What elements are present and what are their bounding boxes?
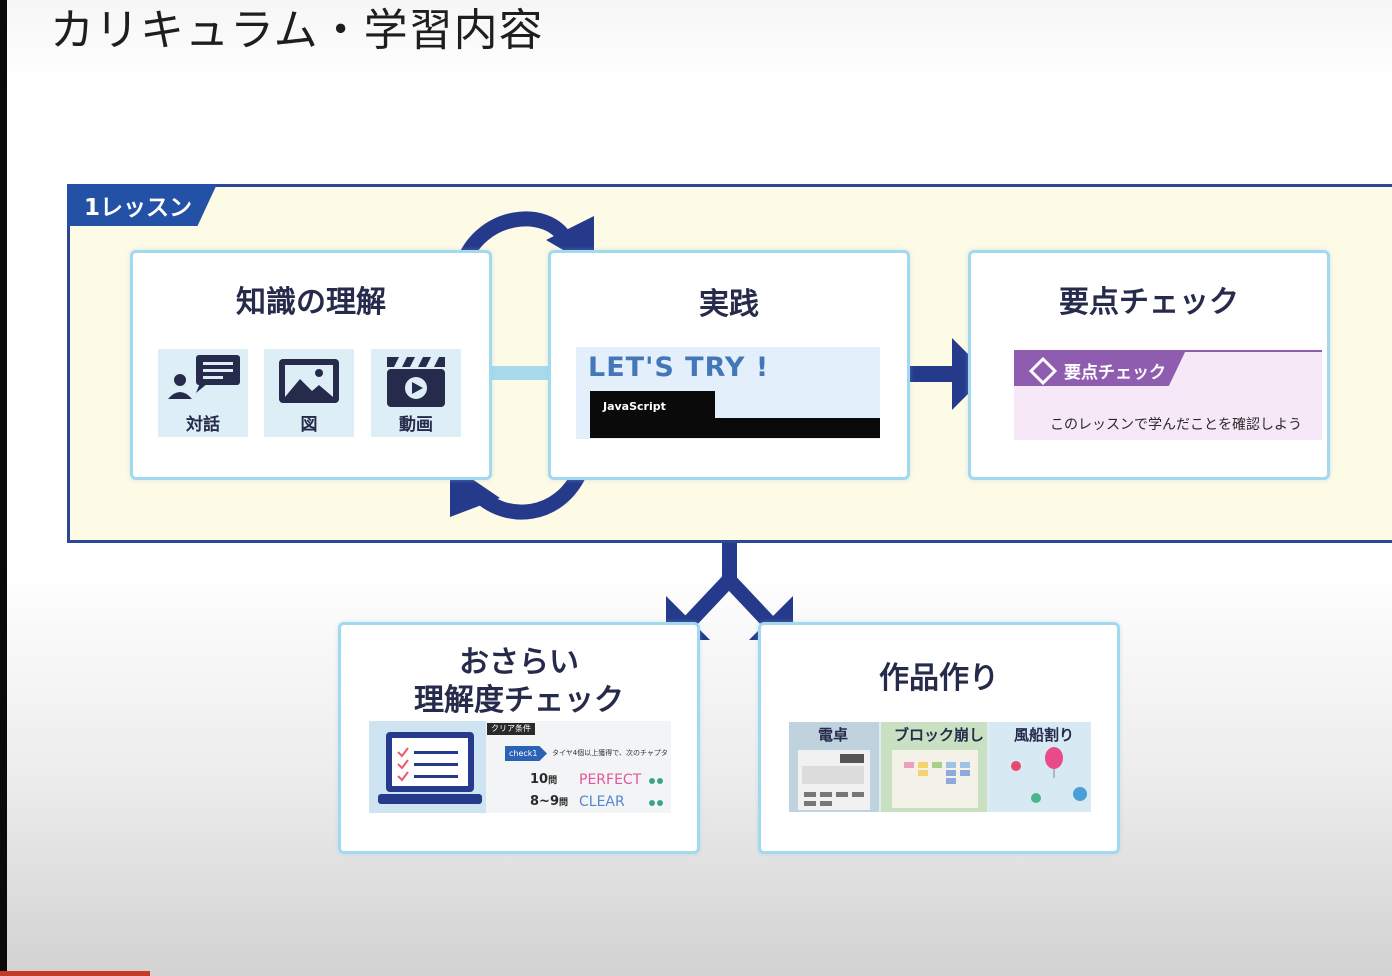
- block-breaker-icon: [892, 750, 978, 808]
- clear-condition-note: タイヤ4個以上獲得で、次のチャプタ: [552, 749, 668, 757]
- figure-label: 図: [300, 415, 318, 435]
- calculator-label: 電卓: [818, 726, 849, 744]
- dialogue-label: 対話: [186, 415, 220, 435]
- perfect-count-value: 10: [530, 772, 549, 787]
- key-points-title: 要点チェック: [1059, 285, 1239, 320]
- review-title-line2: 理解度チェック: [414, 683, 624, 718]
- video-label: 動画: [399, 415, 433, 435]
- lesson-tab-label: 1レッスン: [84, 195, 193, 221]
- key-points-description: このレッスンで学んだことを確認しよう: [1050, 417, 1302, 433]
- laptop-checklist-icon: [378, 732, 482, 804]
- key-points-banner: 要点チェック: [1064, 363, 1166, 383]
- block-breaker-label: ブロック崩し: [894, 726, 985, 744]
- code-editor-bar: [590, 418, 880, 438]
- figure-tile: 図: [264, 349, 354, 437]
- clear-condition-tag: クリア条件: [487, 723, 535, 735]
- rank-chevrons-icon: [649, 778, 663, 806]
- perfect-count: 10問: [530, 772, 557, 787]
- check-pill: check1: [505, 746, 547, 761]
- video-icon: [387, 357, 445, 407]
- progress-mark: [0, 971, 150, 976]
- practice-title: 実践: [699, 287, 759, 322]
- clear-count: 8~9問: [530, 794, 568, 809]
- dialogue-tile: 対話: [158, 349, 248, 437]
- clear-rank: CLEAR: [579, 794, 625, 810]
- diamond-icon: [1028, 356, 1058, 386]
- calculator-icon: [798, 750, 870, 810]
- page-title: カリキュラム・学習内容: [50, 5, 544, 56]
- key-points-rule: [1014, 350, 1322, 352]
- clear-count-unit: 問: [558, 798, 568, 808]
- left-edge-bar: [0, 0, 7, 976]
- perfect-count-unit: 問: [548, 776, 558, 786]
- works-title: 作品作り: [879, 661, 999, 696]
- dialogue-icon: [168, 355, 240, 399]
- code-editor-tab: [590, 391, 715, 421]
- video-tile: 動画: [371, 349, 461, 437]
- balloon-icon: [1011, 747, 1087, 803]
- review-title-line1: おさらい: [459, 645, 579, 680]
- code-tab-label: JavaScript: [603, 400, 666, 413]
- card-connector: [490, 366, 550, 380]
- key-points-band: [1014, 350, 1186, 386]
- clear-count-value: 8~9: [530, 794, 559, 809]
- image-icon: [279, 359, 339, 403]
- lesson-tab: [67, 184, 217, 226]
- lets-try-banner: LET'S TRY !: [588, 352, 770, 383]
- understanding-title: 知識の理解: [236, 285, 386, 320]
- balloon-label: 風船割り: [1014, 726, 1075, 744]
- perfect-rank: PERFECT: [579, 772, 642, 788]
